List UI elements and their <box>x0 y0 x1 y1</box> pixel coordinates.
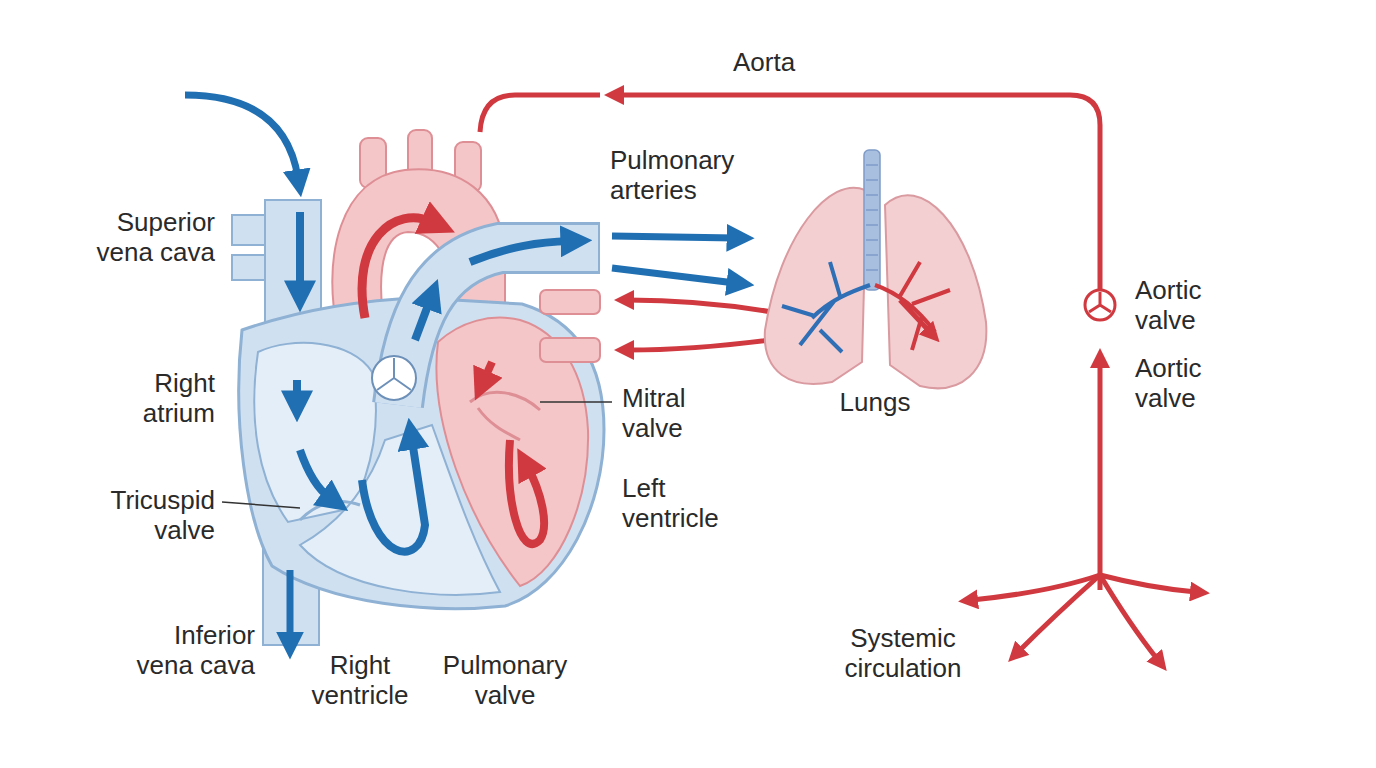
pulmonary-trunk <box>398 248 600 405</box>
anatomy-label: Systemic circulation <box>823 623 983 683</box>
pulmonary-trunk <box>398 248 598 405</box>
anatomy-label: Aorta <box>733 47 853 77</box>
bronchial-tree <box>875 262 950 350</box>
pulmonary-vein <box>540 338 600 362</box>
flow-arrow <box>362 440 425 552</box>
lung-left <box>765 188 866 384</box>
flow-arrow <box>362 218 432 318</box>
bronchial-tree <box>782 262 870 352</box>
anatomy-label: Inferior vena cava <box>130 620 255 680</box>
leader-line <box>222 502 300 508</box>
anatomy-label: Lungs <box>815 387 935 417</box>
flow-arrow <box>612 236 735 238</box>
flow-arrow <box>293 380 301 400</box>
anatomy-label: Right ventricle <box>295 650 425 710</box>
pulmonary-vein <box>540 290 600 314</box>
flow-arrow <box>612 268 735 283</box>
anatomy-label: Pulmonary arteries <box>610 145 760 205</box>
anatomy-label: Mitral valve <box>622 383 732 443</box>
pulmonary-valve-symbol <box>377 358 411 390</box>
systemic-arrow <box>972 575 1100 600</box>
trachea-rings <box>866 165 878 270</box>
anatomy-label: Superior vena cava <box>85 207 215 267</box>
aortic-valve-symbol <box>1089 292 1111 312</box>
aorta-loop <box>480 95 600 132</box>
anatomy-label: Tricuspid valve <box>65 485 215 545</box>
trachea <box>864 150 880 290</box>
flow-arrow <box>287 570 294 640</box>
systemic-arrow <box>1098 362 1103 590</box>
anatomy-label: Pulmonary valve <box>430 650 580 710</box>
anatomy-label: Aortic valve <box>1135 353 1245 413</box>
flow-arrow <box>509 440 544 544</box>
systemic-arrow <box>1100 575 1196 592</box>
flow-arrow <box>296 212 304 290</box>
anatomy-label: Aortic valve <box>1135 275 1245 335</box>
flow-arrow <box>900 300 930 332</box>
flow-arrow <box>415 300 430 340</box>
mitral-leaflet <box>470 392 540 440</box>
leader-line <box>540 401 612 403</box>
anatomy-label: Left ventricle <box>622 473 752 533</box>
flow-arrow <box>185 95 298 178</box>
tricuspid-leaflet <box>300 501 360 520</box>
flow-arrow <box>484 362 492 380</box>
flow-arrow <box>470 241 570 262</box>
anatomy-label: Right atrium <box>115 368 215 428</box>
flow-arrow <box>300 450 330 498</box>
lung-right <box>885 195 986 388</box>
aortic-valve-symbol <box>1085 290 1115 320</box>
systemic-arrow <box>1018 575 1100 652</box>
pulmonary-valve-symbol <box>372 356 416 400</box>
systemic-arrow <box>1100 575 1158 660</box>
